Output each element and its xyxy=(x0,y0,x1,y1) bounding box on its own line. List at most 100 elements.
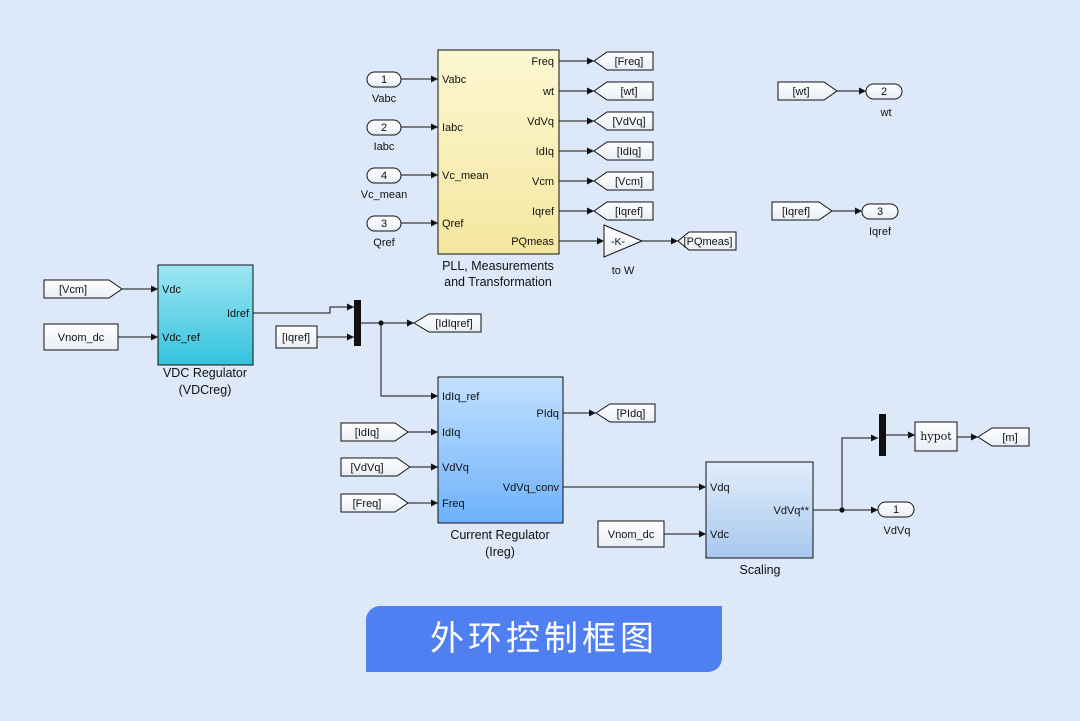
svg-text:[Freq]: [Freq] xyxy=(615,56,644,68)
svg-text:Iabc: Iabc xyxy=(374,141,395,153)
svg-text:[m]: [m] xyxy=(1002,432,1017,444)
svg-text:[VdVq]: [VdVq] xyxy=(612,116,645,128)
goto-wt[interactable]: [wt] xyxy=(593,81,654,101)
ireg-caption-line2: (Ireg) xyxy=(485,545,515,559)
svg-text:Vabc: Vabc xyxy=(372,93,397,105)
svg-text:IdIq_ref: IdIq_ref xyxy=(442,391,480,403)
svg-text:[Iqref]: [Iqref] xyxy=(782,206,810,218)
goto-m[interactable]: [m] xyxy=(977,427,1030,447)
ireg-caption-line1: Current Regulator xyxy=(450,528,549,542)
constant-vnom-dc[interactable]: Vnom_dc xyxy=(43,323,119,351)
svg-text:Qref: Qref xyxy=(442,218,464,230)
goto-pidq[interactable]: [PIdq] xyxy=(595,403,656,423)
svg-text:Vdc: Vdc xyxy=(710,529,729,541)
svg-text:Idref: Idref xyxy=(227,308,250,320)
gain-block[interactable]: -K- xyxy=(603,224,644,258)
goto-vcm[interactable]: [Vcm] xyxy=(593,171,654,191)
from-iqref-mux[interactable]: [Iqref] xyxy=(275,325,318,349)
svg-text:[Iqref]: [Iqref] xyxy=(615,206,643,218)
goto-freq[interactable]: [Freq] xyxy=(593,51,654,71)
goto-idiq[interactable]: [IdIq] xyxy=(593,141,654,161)
svg-text:[wt]: [wt] xyxy=(620,86,637,98)
svg-text:Vnom_dc: Vnom_dc xyxy=(608,529,655,541)
mux-block-2[interactable] xyxy=(879,414,886,456)
gain-caption: to W xyxy=(612,265,635,277)
svg-text:VdVq: VdVq xyxy=(527,116,554,128)
svg-text:Vdc_ref: Vdc_ref xyxy=(162,332,201,344)
outport-iqref[interactable]: 3 Iqref xyxy=(861,203,899,238)
svg-text:[PQmeas]: [PQmeas] xyxy=(684,236,733,248)
inport-qref[interactable]: 3 Qref xyxy=(366,215,402,249)
svg-text:Freq: Freq xyxy=(442,498,465,510)
svg-text:IdIq: IdIq xyxy=(442,427,460,439)
svg-text:VdVq_conv: VdVq_conv xyxy=(503,482,560,494)
svg-text:[IdIqref]: [IdIqref] xyxy=(435,318,472,330)
inport-vabc[interactable]: 1 Vabc xyxy=(366,71,402,105)
junction-dot xyxy=(839,507,845,513)
svg-text:-K-: -K- xyxy=(611,236,626,248)
svg-text:VdVq: VdVq xyxy=(442,462,469,474)
svg-text:[Vcm]: [Vcm] xyxy=(59,284,87,296)
vdc-caption-line2: (VDCreg) xyxy=(179,383,232,397)
scaling-caption: Scaling xyxy=(740,563,781,577)
from-vdvq[interactable]: [VdVq] xyxy=(340,457,411,477)
svg-text:PIdq: PIdq xyxy=(536,408,559,420)
from-iqref-right[interactable]: [Iqref] xyxy=(771,201,833,221)
svg-text:Vc_mean: Vc_mean xyxy=(361,189,407,201)
svg-text:[VdVq]: [VdVq] xyxy=(350,462,383,474)
scaling-block[interactable]: Vdq Vdc VdVq** xyxy=(705,461,814,559)
svg-text:3: 3 xyxy=(877,206,883,218)
goto-iqref[interactable]: [Iqref] xyxy=(593,201,654,221)
svg-text:Vdc: Vdc xyxy=(162,284,181,296)
from-vcm[interactable]: [Vcm] xyxy=(43,279,123,299)
current-regulator-block[interactable]: IdIq_ref IdIq VdVq Freq PIdq VdVq_conv xyxy=(437,376,564,524)
svg-text:[PIdq]: [PIdq] xyxy=(617,408,646,420)
vdc-caption-line1: VDC Regulator xyxy=(163,366,247,380)
goto-pqmeas[interactable]: [PQmeas] xyxy=(677,231,737,251)
title-banner: 外环控制框图 xyxy=(366,606,722,672)
svg-text:Vc_mean: Vc_mean xyxy=(442,170,488,182)
goto-idiqref[interactable]: [IdIqref] xyxy=(413,313,482,333)
pll-block[interactable]: Vabc Iabc Vc_mean Qref Freq wt VdVq IdIq… xyxy=(437,49,560,255)
hypot-block[interactable]: hypot xyxy=(914,421,958,452)
svg-text:Iqref: Iqref xyxy=(869,226,892,238)
pll-caption-line1: PLL, Measurements xyxy=(442,259,554,273)
inport-vc-mean[interactable]: 4 Vc_mean xyxy=(361,167,407,201)
svg-text:[Iqref]: [Iqref] xyxy=(282,332,310,344)
svg-text:Qref: Qref xyxy=(373,237,395,249)
from-wt[interactable]: [wt] xyxy=(777,81,838,101)
svg-text:VdVq**: VdVq** xyxy=(774,505,810,517)
svg-text:Vcm: Vcm xyxy=(532,176,554,188)
svg-text:4: 4 xyxy=(381,170,387,182)
goto-vdvq[interactable]: [VdVq] xyxy=(593,111,654,131)
svg-text:[IdIq]: [IdIq] xyxy=(617,146,641,158)
svg-text:[IdIq]: [IdIq] xyxy=(355,427,379,439)
inport-iabc[interactable]: 2 Iabc xyxy=(366,119,402,153)
svg-text:3: 3 xyxy=(381,218,387,230)
svg-text:Vdq: Vdq xyxy=(710,482,730,494)
svg-text:VdVq: VdVq xyxy=(884,525,911,537)
junction-dot xyxy=(378,320,384,326)
svg-text:[Vcm]: [Vcm] xyxy=(615,176,643,188)
svg-text:wt: wt xyxy=(880,107,892,119)
svg-text:1: 1 xyxy=(381,74,387,86)
from-idiq[interactable]: [IdIq] xyxy=(340,422,409,442)
svg-text:2: 2 xyxy=(381,122,387,134)
svg-text:PQmeas: PQmeas xyxy=(511,236,554,248)
page-title: 外环控制框图 xyxy=(430,619,658,659)
constant-vnom-dc-2[interactable]: Vnom_dc xyxy=(597,520,665,548)
outport-vdvq[interactable]: 1 VdVq xyxy=(877,501,915,537)
svg-text:Vabc: Vabc xyxy=(442,74,467,86)
svg-text:wt: wt xyxy=(542,86,554,98)
svg-text:Vnom_dc: Vnom_dc xyxy=(58,332,105,344)
svg-text:2: 2 xyxy=(881,86,887,98)
vdc-regulator-block[interactable]: Vdc Vdc_ref Idref xyxy=(157,264,254,366)
svg-text:IdIq: IdIq xyxy=(536,146,554,158)
from-freq[interactable]: [Freq] xyxy=(340,493,409,513)
signal-lines xyxy=(118,57,978,538)
svg-text:Iqref: Iqref xyxy=(532,206,555,218)
mux-block[interactable] xyxy=(354,300,361,346)
svg-text:1: 1 xyxy=(893,504,899,516)
outport-wt[interactable]: 2 wt xyxy=(865,83,903,119)
